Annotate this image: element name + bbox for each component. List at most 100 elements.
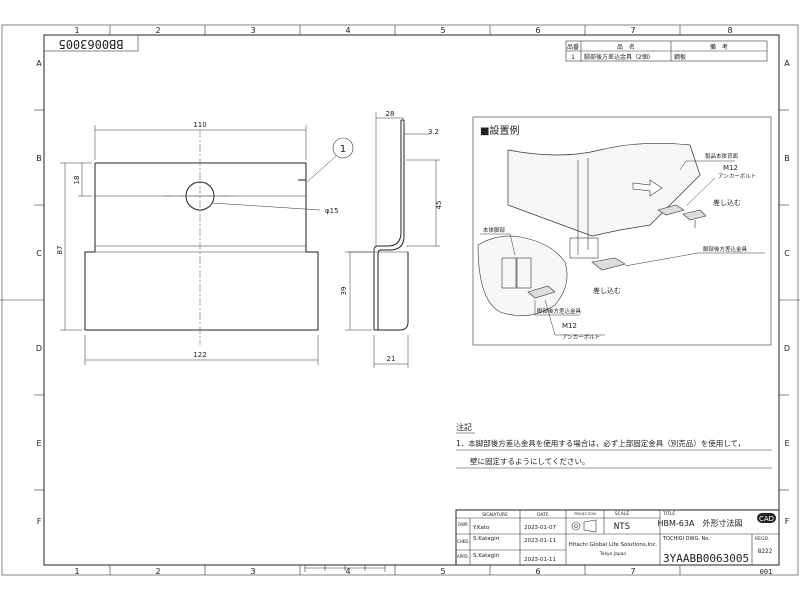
grid-row-b-right: B (784, 154, 790, 163)
grid-row-c: C (36, 249, 42, 258)
tb-company-city: Tokyo Japan (599, 551, 627, 557)
install-example: ■設置例 製品本体背面 M12 アンカーボルト 差し込む 脚部後方差込金具 本体 (472, 116, 772, 346)
grid-columns-top: 1 2 3 4 5 6 7 8 (74, 25, 733, 35)
part-callout-circle (332, 137, 354, 159)
tb-scale-value: NTS (614, 522, 630, 532)
tb-dwr-date: 2023-01-07 (524, 525, 556, 531)
grid-row-d-right: D (784, 344, 790, 353)
parts-table: 品番 品 名 備 考 1 脚部後方差込金具（2個） 鋼板 (565, 40, 768, 62)
label-insert-right: 差し込む (713, 198, 741, 207)
label-insert-left: 差し込む (593, 286, 621, 295)
grid-col-7-bottom: 7 (630, 567, 635, 576)
parts-row-name: 脚部後方差込金具（2個） (584, 53, 654, 61)
tb-regd-code: 8222 (758, 548, 773, 555)
label-body-back: 製品本体背面 (705, 152, 739, 160)
corner-code-box (43, 34, 139, 52)
parts-row-remark: 鋼板 (674, 53, 686, 61)
tb-date-label: DATE (537, 512, 549, 518)
drawing-border (43, 34, 780, 566)
projection-symbol-icon (571, 519, 597, 533)
tb-regd-label: REGD. (755, 536, 769, 542)
grid-col-7: 7 (630, 26, 635, 35)
tb-title-value: HBM-63A 外形寸法図 (658, 518, 743, 528)
grid-col-2: 2 (155, 26, 160, 35)
grid-col-5: 5 (440, 26, 445, 35)
cad-badge (757, 513, 776, 523)
corner-drawing-code: BB0063005 (58, 37, 123, 51)
grid-col-1: 1 (74, 26, 79, 35)
grid-row-f-right: F (785, 517, 790, 526)
grid-col-6: 6 (535, 26, 540, 35)
outer-edge (1, 24, 799, 576)
tb-dwg-no: 3YAABB0063005 (663, 552, 749, 565)
tb-signature-label: SIGNATURE (482, 512, 508, 518)
grid-row-e: E (36, 439, 41, 448)
grid-col-8: 8 (727, 26, 732, 35)
tb-dwr-label: DWR. (458, 522, 469, 527)
tb-sheet-no: 001 (760, 568, 773, 576)
tb-chkd-label: CHKD. (457, 539, 470, 544)
grid-rows: A B C D E F A B C D E F (34, 59, 790, 526)
parts-header-no: 品番 (567, 44, 579, 51)
grid-col-4: 4 (345, 26, 350, 35)
title-block: SIGNATURE DATE PROJECTION SCALE NTS TITL… (455, 509, 780, 576)
install-title: ■設置例 (480, 124, 519, 137)
dim-side-width: 28 (386, 110, 395, 118)
notes-line-1: 1．本脚部後方差込金具を使用する場合は，必ず上部固定金具（別売品）を使用して， (456, 438, 745, 448)
tb-projection-label: PROJECTION (574, 512, 596, 516)
grid-col-3: 3 (250, 26, 255, 35)
tb-company: Hitachi Global Life Solutions,Inc. (569, 542, 658, 548)
grid-col-1-bottom: 1 (74, 567, 79, 576)
dim-side-upper: 45 (435, 201, 443, 210)
tb-chkd-name: S.Katagiri (473, 536, 500, 542)
dim-top-width: 110 (193, 121, 206, 129)
insert-arrow-icon (632, 179, 663, 197)
grid-row-b: B (36, 154, 42, 163)
grid-col-3-bottom: 3 (250, 567, 255, 576)
tb-chkd-date: 2023-01-11 (524, 538, 556, 544)
dim-hole: φ15 (325, 207, 339, 215)
parts-header-name: 品 名 (617, 43, 635, 51)
leg-detail-bubble (477, 235, 568, 317)
tb-scale-label: SCALE (615, 511, 630, 517)
label-bracket-right: 脚部後方差込金具 (703, 245, 748, 253)
notes-heading: 注記 (456, 422, 472, 432)
side-view: 28 3.2 45 39 21 (340, 110, 443, 368)
grid-row-a-right: A (784, 59, 790, 68)
grid-col-6-bottom: 6 (535, 567, 540, 576)
grid-row-c-right: C (784, 249, 790, 258)
grid-row-f: F (37, 517, 42, 526)
label-m12-top: M12 (723, 164, 738, 172)
dim-height-total: 87 (56, 246, 64, 255)
notes: 注記 1．本脚部後方差込金具を使用する場合は，必ず上部固定金具（別売品）を使用し… (456, 422, 772, 469)
tb-title-label: TITLE (662, 511, 675, 517)
front-view: 110 122 87 18 φ15 1 (56, 121, 354, 365)
tb-tochigi-label: TOCHIGI DWG. No. (662, 536, 710, 542)
cad-badge-text: CAD (759, 515, 774, 523)
tb-dwr-name: Y.Kato (472, 525, 490, 531)
dim-bottom-width: 122 (193, 351, 206, 359)
tb-appd-label: APPD. (457, 554, 469, 559)
tb-appd-date: 2023-01-11 (524, 557, 556, 563)
grid-row-e-right: E (784, 439, 789, 448)
dim-side-lower: 39 (340, 287, 348, 296)
label-anchor-top: アンカーボルト (718, 172, 756, 180)
tb-appd-name: S.Katagiri (473, 553, 500, 559)
scale-ruler (304, 565, 386, 572)
product-body-sketch (507, 143, 701, 237)
label-bracket-left: 脚部後方差込金具 (537, 307, 582, 315)
grid-row-a: A (36, 59, 42, 68)
grid-col-5-bottom: 5 (440, 567, 445, 576)
dim-thickness: 3.2 (428, 128, 439, 136)
label-anchor-bottom: アンカーボルト (562, 333, 600, 341)
grid-columns-bottom: 1 2 3 4 5 6 7 (74, 565, 681, 576)
parts-row-no: 1 (571, 54, 575, 61)
label-m12-bottom: M12 (562, 322, 577, 330)
label-body-leg: 本体脚部 (483, 226, 506, 234)
parts-header-remark: 備 考 (710, 43, 728, 51)
dim-side-bottom: 21 (387, 355, 396, 363)
dim-height-top: 18 (73, 176, 81, 185)
part-callout-number: 1 (340, 144, 346, 155)
